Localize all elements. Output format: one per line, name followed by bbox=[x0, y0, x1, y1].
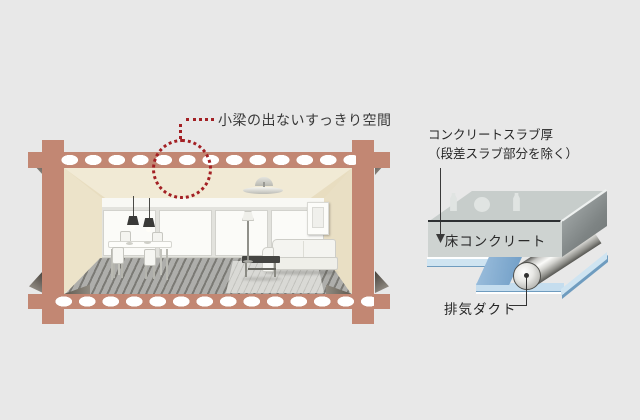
window-soffit bbox=[100, 198, 326, 207]
bottle-silhouette-icon bbox=[450, 193, 457, 211]
coffee-table-leg bbox=[245, 263, 247, 277]
exhaust-duct-label: 排気ダクト bbox=[444, 302, 517, 317]
down-arrow-icon bbox=[436, 234, 445, 243]
corner-shadow-wedge bbox=[375, 271, 389, 293]
chair-leg bbox=[121, 264, 123, 278]
chair-leg bbox=[113, 264, 115, 278]
corner-shadow-wedge bbox=[29, 271, 43, 293]
pendant-bulb bbox=[146, 227, 151, 232]
floor-concrete-label: 床コンクリート bbox=[444, 233, 547, 249]
sofa-cushion-seam bbox=[303, 241, 304, 258]
slab-thickness-label: コンクリートスラブ厚 （段差スラブ部分を除く） bbox=[428, 126, 578, 163]
tableware bbox=[126, 242, 133, 245]
window-panel bbox=[215, 210, 268, 256]
duct-leader-endpoint-dot bbox=[524, 273, 529, 278]
column-left bbox=[42, 140, 64, 324]
duct-leader-line-horizontal bbox=[509, 305, 527, 306]
pendant-cord bbox=[149, 198, 150, 219]
ceiling-light-stem bbox=[263, 182, 265, 189]
pendant-lamp bbox=[143, 218, 155, 227]
coffee-table-shadow bbox=[242, 277, 282, 281]
sofa-shadow bbox=[264, 270, 338, 275]
round-object-silhouette-icon bbox=[474, 197, 490, 212]
duct-leader-line-vertical bbox=[526, 277, 527, 306]
dining-table bbox=[108, 241, 172, 248]
red-dotted-leader-horizontal bbox=[186, 118, 214, 121]
red-dotted-leader-vertical bbox=[179, 124, 182, 139]
dining-chair bbox=[112, 247, 124, 264]
ceiling-dome-light bbox=[255, 177, 273, 186]
coffee-table bbox=[242, 256, 280, 263]
pendant-lamp bbox=[127, 216, 139, 225]
floor-lamp-pole bbox=[247, 221, 249, 262]
slab-leader-line bbox=[440, 168, 441, 236]
stepped-slab-left bbox=[427, 257, 489, 267]
slab-void-holes bbox=[52, 294, 374, 309]
chair-leg bbox=[153, 266, 155, 279]
ceiling-saucer-light bbox=[243, 187, 283, 194]
chair-leg bbox=[145, 266, 147, 279]
table-leg bbox=[166, 249, 168, 280]
floor-corner-shadow bbox=[64, 284, 90, 294]
window-panel bbox=[159, 210, 212, 256]
wall-picture-mat bbox=[312, 207, 324, 228]
column-right bbox=[352, 140, 374, 324]
pendant-bulb bbox=[130, 225, 135, 230]
floor-lamp-shade bbox=[242, 211, 254, 221]
coffee-table-leg bbox=[274, 263, 276, 277]
dining-chair bbox=[144, 249, 156, 266]
slab-thickness-label-line2: （段差スラブ部分を除く） bbox=[428, 146, 579, 161]
floor-concrete-front-face: 床コンクリート bbox=[428, 222, 563, 257]
floor-concrete-edge-line bbox=[428, 220, 563, 222]
floor-corner-shadow bbox=[326, 284, 352, 294]
void-slab-highlight-circle bbox=[152, 139, 212, 199]
floor-lamp-base bbox=[243, 260, 253, 263]
bottle-silhouette-icon bbox=[513, 193, 520, 211]
table-leg bbox=[111, 249, 113, 280]
illustration-caption: 小梁の出ないすっきり空間 bbox=[218, 114, 392, 129]
tableware bbox=[144, 241, 151, 244]
void-slab-beam-bottom bbox=[28, 294, 390, 309]
slab-thickness-label-line1: コンクリートスラブ厚 bbox=[428, 128, 554, 142]
table-leg bbox=[160, 249, 162, 275]
coffee-table-shelf bbox=[248, 268, 276, 270]
pendant-cord bbox=[133, 196, 134, 217]
